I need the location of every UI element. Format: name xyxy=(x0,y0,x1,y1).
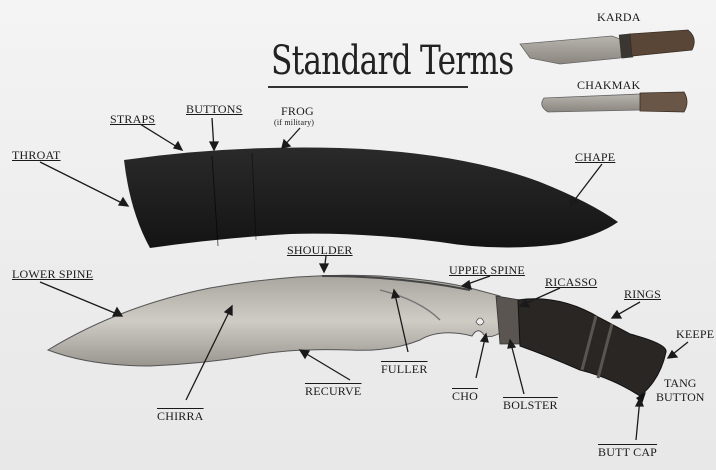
label-throat: THROAT xyxy=(12,148,61,163)
label-ricasso: RICASSO xyxy=(545,275,597,290)
title-underline xyxy=(268,86,468,88)
label-tang-button: TANG BUTTON xyxy=(656,376,704,404)
label-straps: STRAPS xyxy=(110,112,155,127)
label-butt-cap: BUTT CAP xyxy=(598,445,657,460)
label-frog: FROG xyxy=(281,104,314,119)
label-cho: CHO xyxy=(452,389,478,404)
label-shoulder: SHOULDER xyxy=(287,243,353,258)
label-keeper: KEEPE xyxy=(676,327,714,342)
chakmak-tool xyxy=(542,92,687,112)
label-frog-note: (if military) xyxy=(274,118,314,127)
sheath xyxy=(124,148,618,249)
label-tang: TANG xyxy=(656,376,704,390)
label-rings: RINGS xyxy=(624,287,661,302)
label-buttons: BUTTONS xyxy=(186,102,243,117)
label-lower-spine: LOWER SPINE xyxy=(12,267,93,282)
page-title: Standard Terms xyxy=(271,38,513,84)
label-fuller: FULLER xyxy=(381,362,428,377)
label-upper-spine: UPPER SPINE xyxy=(449,263,525,278)
label-chakmak: CHAKMAK xyxy=(577,78,640,93)
khukuri-blade xyxy=(48,275,505,366)
label-recurve: RECURVE xyxy=(305,384,361,399)
label-chirra: CHIRRA xyxy=(157,409,204,424)
label-karda: KARDA xyxy=(597,10,641,25)
karda-knife xyxy=(520,30,694,64)
label-button: BUTTON xyxy=(656,390,704,404)
label-chape: CHAPE xyxy=(575,150,615,165)
label-bolster: BOLSTER xyxy=(503,398,558,413)
khukuri-handle xyxy=(496,296,666,404)
